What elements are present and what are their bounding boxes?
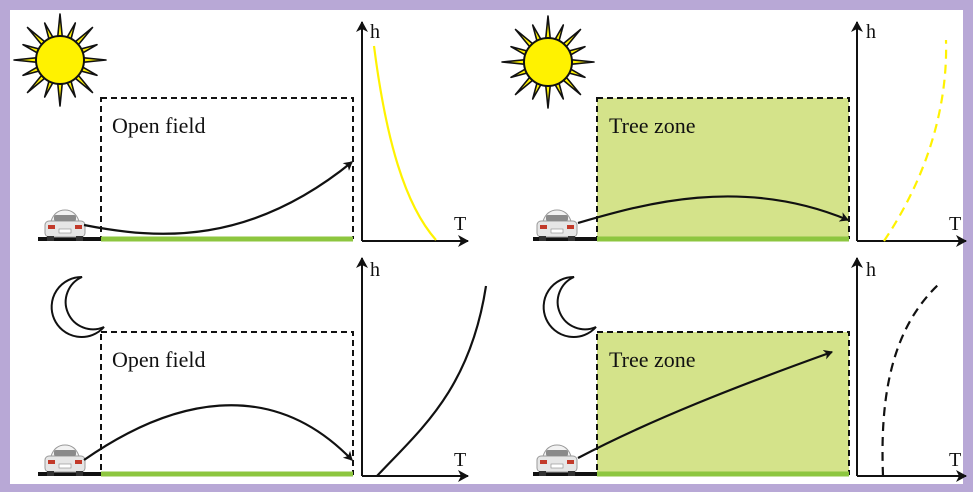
panel-day-open-field: Open field h T [13,13,469,247]
zone-label: Open field [112,113,205,138]
temperature-profile-curve [883,39,948,242]
flow-arrow [83,404,353,461]
tree-zone [596,97,850,239]
zone-label: Tree zone [609,347,696,372]
crescent-moon-icon [542,275,597,338]
x-axis-label: T [949,213,961,235]
panel-night-open-field: Open field h T [38,257,488,482]
temperature-profile-curve [881,283,940,477]
x-axis-label: T [949,449,961,471]
zone-label: Open field [112,347,205,372]
sun-icon [13,13,107,107]
crescent-moon-icon [50,275,105,338]
y-axis-label: h [370,21,380,43]
flow-arrow [577,195,849,225]
temperature-profile-curve [376,285,488,477]
sun-disc [35,35,85,85]
x-axis-label: T [454,213,466,235]
zone-label: Tree zone [609,113,696,138]
flow-arrow [577,349,833,459]
tree-zone [596,331,850,475]
panel-night-tree-zone: Tree zone h T [533,257,967,482]
temperature-profile-curve [372,45,437,241]
y-axis-label: h [866,21,876,43]
y-axis-label: h [866,259,876,281]
x-axis-label: T [454,449,466,471]
flow-arrow [83,161,353,235]
open-field-zone [100,97,354,239]
sun-disc [523,37,573,87]
panel-day-tree-zone: Tree zone h T [501,15,967,247]
sun-icon [501,15,595,109]
y-axis-label: h [370,259,380,281]
